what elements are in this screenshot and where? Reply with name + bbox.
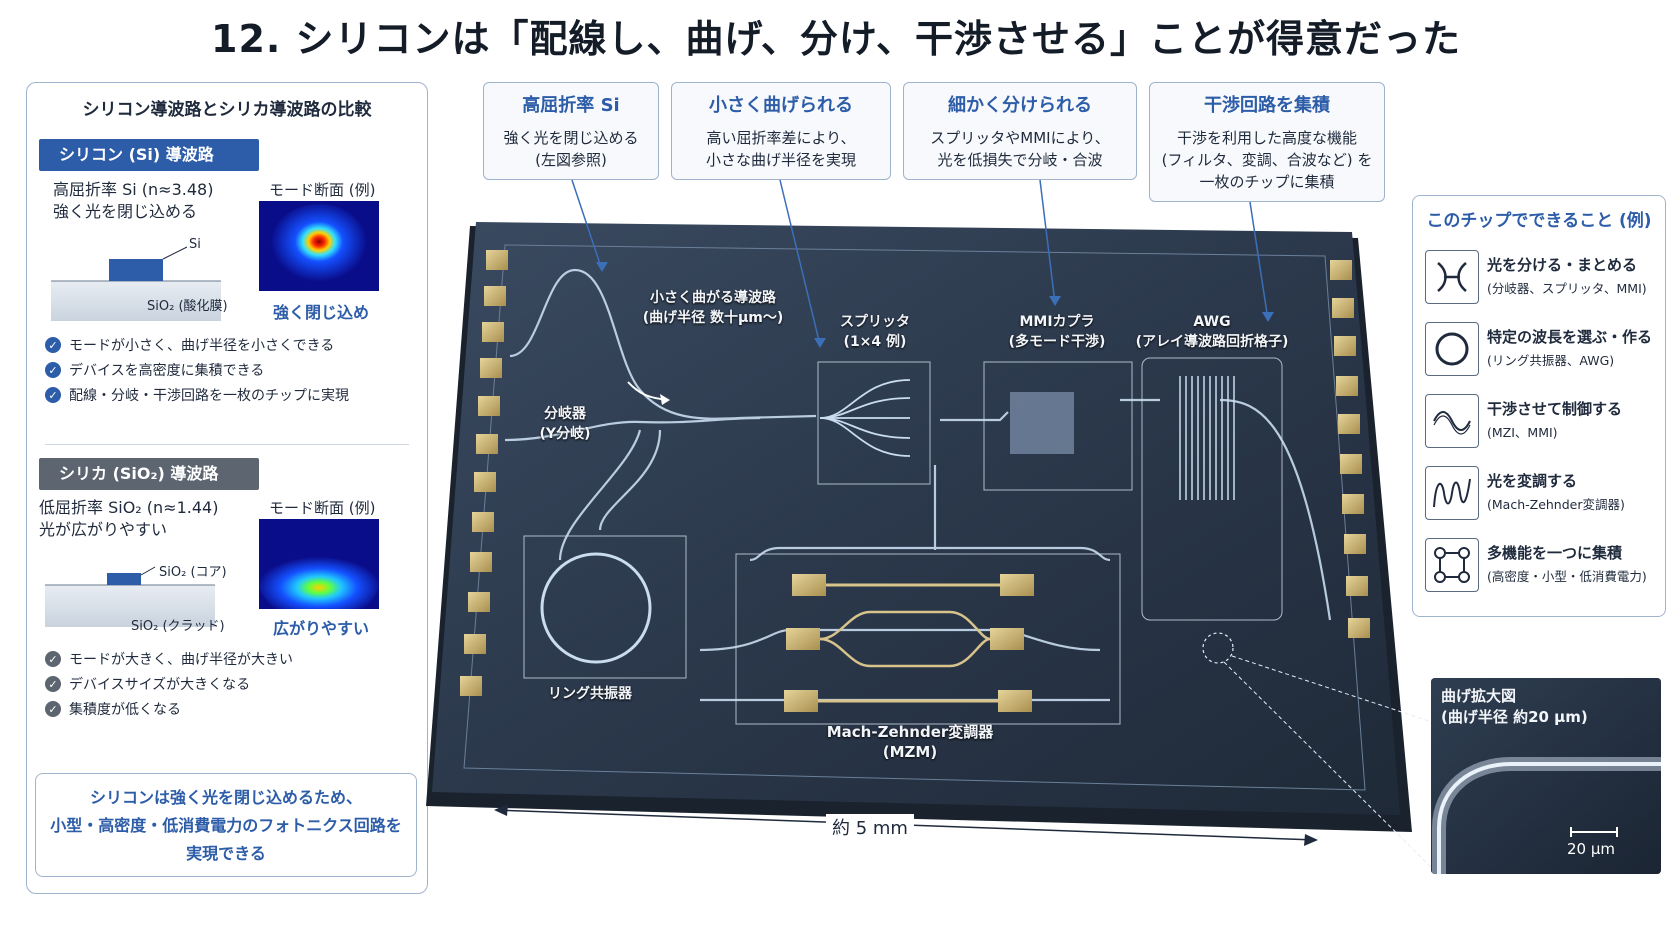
si-label: Si bbox=[189, 237, 201, 252]
silica-index-text: 低屈折率 SiO₂ (n≈1.44) bbox=[39, 498, 219, 517]
silica-point-3: ✓集積度が低くなる bbox=[45, 699, 181, 719]
capability-split-merge: 光を分ける・まとめる (分岐器、スプリッタ、MMI) bbox=[1425, 248, 1661, 306]
capability-modulation: 光を変調する (Mach-Zehnder変調器) bbox=[1425, 464, 1661, 522]
check-icon: ✓ bbox=[45, 676, 61, 692]
check-icon: ✓ bbox=[45, 387, 61, 403]
silica-mode-caption: 広がりやすい bbox=[273, 619, 370, 638]
check-icon: ✓ bbox=[45, 362, 61, 378]
silicon-badge: シリコン (Si) 導波路 bbox=[39, 139, 259, 171]
silicon-mode-label: モード断面 (例) bbox=[269, 181, 376, 199]
callout-bend: 小さく曲げられる 高い屈折率差により、 小さな曲げ半径を実現 bbox=[671, 82, 891, 180]
silicon-confine-text: 強く光を閉じ込める bbox=[53, 202, 198, 221]
silicon-index-text: 高屈折率 Si (n≈3.48) bbox=[53, 180, 214, 199]
callout-split: 細かく分けられる スプリッタやMMIにより、 光を低損失で分岐・合波 bbox=[903, 82, 1137, 180]
sio2-core-label: SiO₂ (コア) bbox=[159, 565, 227, 580]
label-awg: AWG(アレイ導波路回折格子) bbox=[1135, 314, 1289, 350]
capability-integration: 多機能を一つに集積 (高密度・小型・低消費電力) bbox=[1425, 536, 1661, 594]
check-icon: ✓ bbox=[45, 701, 61, 717]
silica-spread-text: 光が広がりやすい bbox=[39, 520, 168, 539]
right-bond-pads bbox=[1330, 260, 1370, 638]
label-y-branch: 分岐器(Y分岐) bbox=[539, 406, 591, 442]
capability-interference: 干渉させて制御する (MZI、MMI) bbox=[1425, 392, 1661, 450]
page-title: 12. シリコンは「配線し、曲げ、分け、干渉させる」ことが得意だった bbox=[211, 17, 1461, 61]
zoom-title: 曲げ拡大図(曲げ半径 約20 μm) bbox=[1441, 687, 1588, 726]
label-bend-waveguide: 小さく曲がる導波路(曲げ半径 数十μm〜) bbox=[642, 290, 784, 326]
callout-interference: 干渉回路を集積 干渉を利用した高度な機能 (フィルタ、変調、合波など) を 一枚… bbox=[1149, 82, 1385, 202]
integration-icon bbox=[1425, 538, 1479, 592]
silica-point-2: ✓デバイスサイズが大きくなる bbox=[45, 674, 250, 694]
silicon-point-3: ✓配線・分岐・干渉回路を一枚のチップに実現 bbox=[45, 385, 349, 405]
silica-mode-label: モード断面 (例) bbox=[269, 499, 376, 517]
zoom-scale-label: 20 μm bbox=[1567, 840, 1616, 858]
dimension-label: 約 5 mm bbox=[826, 814, 914, 840]
label-splitter: スプリッタ(1×4 例) bbox=[840, 314, 910, 350]
comparison-panel: シリコン導波路とシリカ導波路の比較 シリコン (Si) 導波路 高屈折率 Si … bbox=[26, 82, 428, 894]
silica-mode-image bbox=[259, 519, 379, 609]
ring-icon bbox=[1425, 322, 1479, 376]
silicon-mode-caption: 強く閉じ込め bbox=[273, 303, 370, 322]
check-icon: ✓ bbox=[45, 337, 61, 353]
silicon-mode-image bbox=[259, 201, 379, 291]
silica-badge: シリカ (SiO₂) 導波路 bbox=[39, 458, 259, 490]
bend-zoom-image bbox=[1431, 678, 1661, 874]
modulation-icon bbox=[1425, 466, 1479, 520]
section-divider bbox=[45, 444, 409, 445]
label-mmi: MMIカプラ(多モード干渉) bbox=[1008, 314, 1106, 350]
silicon-point-2: ✓デバイスを高密度に集積できる bbox=[45, 360, 264, 380]
bend-zoom-view: 曲げ拡大図(曲げ半径 約20 μm) 20 μm bbox=[1431, 678, 1661, 874]
capabilities-panel: このチップでできること (例) 光を分ける・まとめる (分岐器、スプリッタ、MM… bbox=[1412, 195, 1666, 617]
silica-point-1: ✓モードが大きく、曲げ半径が大きい bbox=[45, 649, 293, 669]
label-ring-resonator: リング共振器 bbox=[548, 686, 632, 702]
wave-icon bbox=[1425, 394, 1479, 448]
silica-cross-section bbox=[45, 566, 215, 627]
silicon-cross-section bbox=[51, 246, 221, 321]
capabilities-title: このチップでできること (例) bbox=[1426, 211, 1652, 231]
split-merge-icon bbox=[1425, 250, 1479, 304]
left-bond-pads bbox=[460, 250, 508, 696]
callout-high-index: 高屈折率 Si 強く光を閉じ込める (左図参照) bbox=[483, 82, 659, 180]
sio2-clad-label: SiO₂ (クラッド) bbox=[131, 619, 225, 634]
silicon-point-1: ✓モードが小さく、曲げ半径を小さくできる bbox=[45, 335, 334, 355]
comparison-title: シリコン導波路とシリカ導波路の比較 bbox=[82, 100, 372, 120]
check-icon: ✓ bbox=[45, 651, 61, 667]
capability-wavelength: 特定の波長を選ぶ・作る (リング共振器、AWG) bbox=[1425, 320, 1661, 378]
conclusion-box: シリコンは強く光を閉じ込めるため、 小型・高密度・低消費電力のフォトニクス回路を… bbox=[35, 773, 417, 877]
sio2-oxide-label: SiO₂ (酸化膜) bbox=[147, 299, 228, 314]
label-mzm: Mach-Zehnder変調器(MZM) bbox=[826, 723, 994, 761]
